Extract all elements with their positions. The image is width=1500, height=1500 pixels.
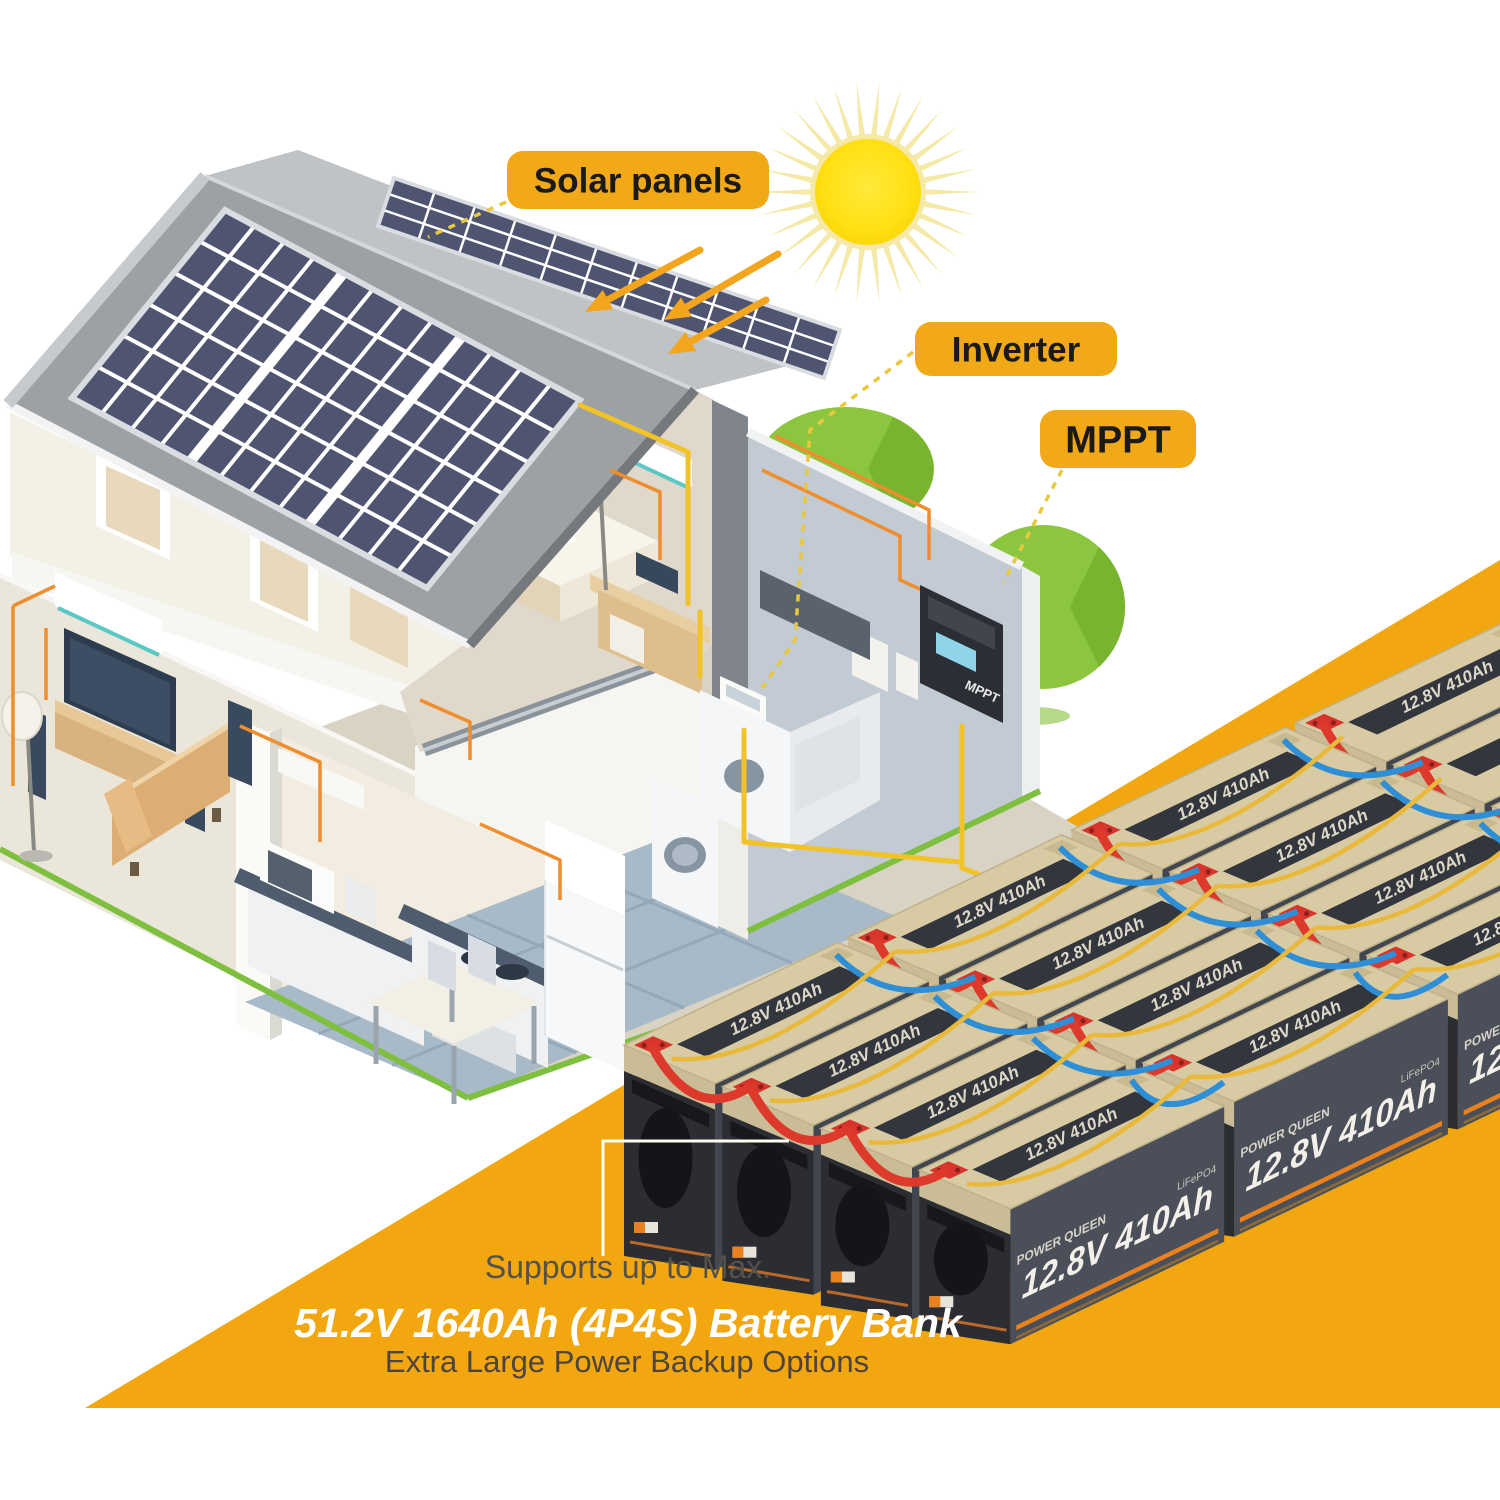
svg-text:Inverter: Inverter [952, 330, 1081, 369]
svg-text:Solar panels: Solar panels [534, 161, 742, 200]
svg-text:Extra Large Power Backup Optio: Extra Large Power Backup Options [385, 1344, 869, 1379]
svg-text:51.2V 1640Ah (4P4S) Battery Ba: 51.2V 1640Ah (4P4S) Battery Bank [294, 1300, 964, 1346]
svg-text:Supports up to Max.: Supports up to Max. [485, 1249, 771, 1285]
svg-text:MPPT: MPPT [1065, 419, 1171, 461]
